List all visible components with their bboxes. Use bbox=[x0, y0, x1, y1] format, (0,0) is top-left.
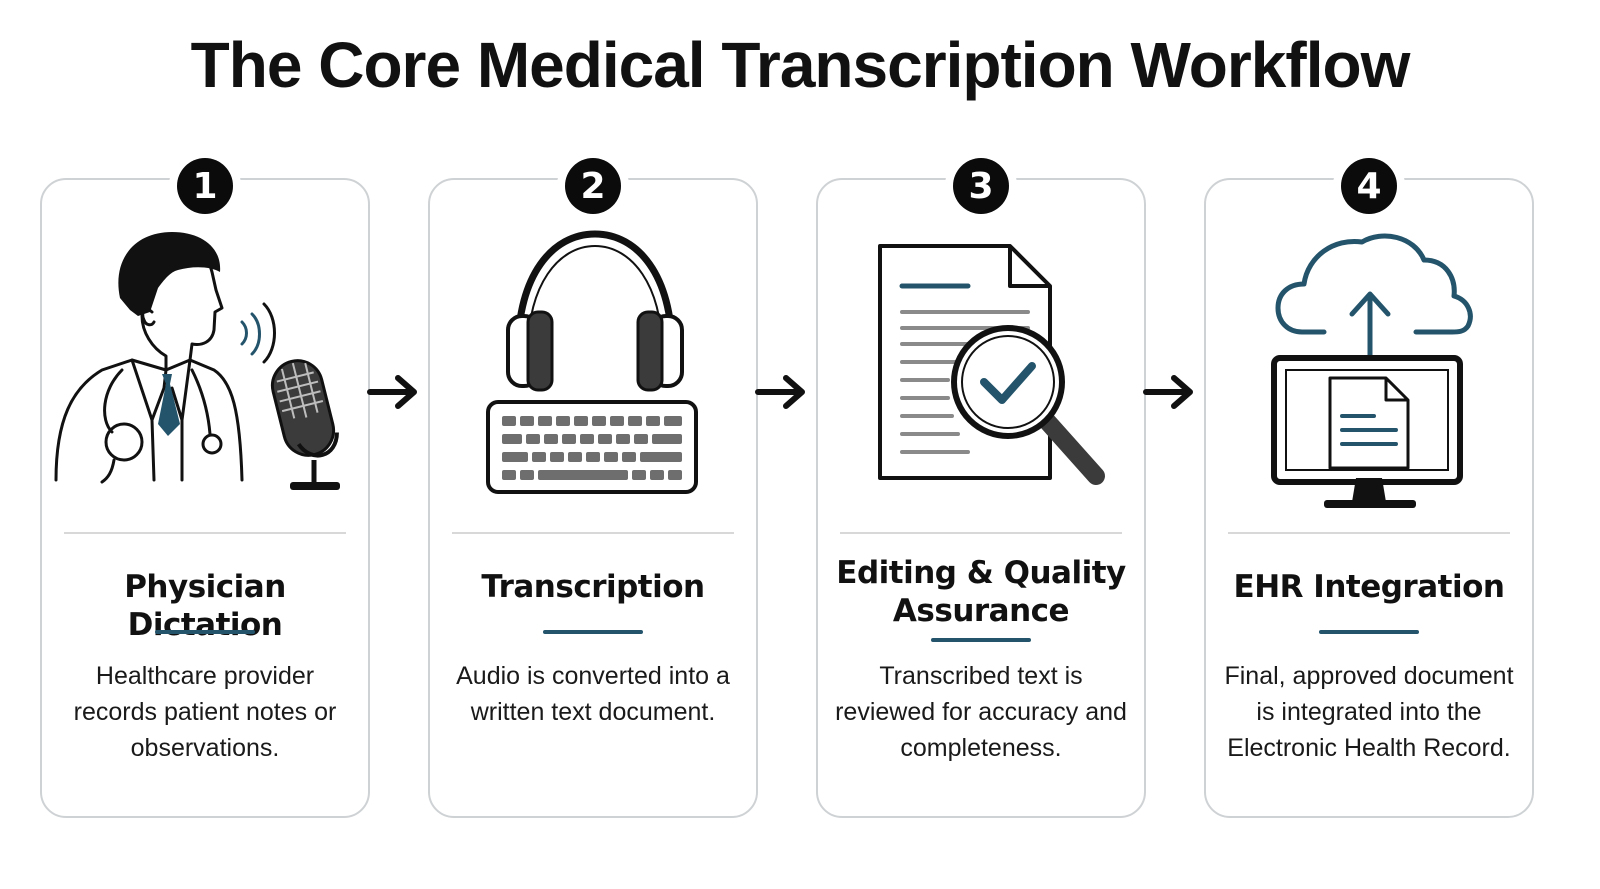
step-number-badge: 3 bbox=[945, 150, 1017, 222]
step-card-4: 4 EHR Integration Final, approved docume… bbox=[1204, 150, 1534, 818]
card-divider bbox=[64, 532, 346, 534]
arrow-right-icon bbox=[1143, 375, 1193, 409]
step-title: Physician Dictation bbox=[124, 569, 286, 643]
physician-dictating-icon bbox=[54, 232, 340, 490]
step-description: Healthcare provider records patient note… bbox=[73, 662, 337, 762]
arrow-right-icon bbox=[367, 375, 417, 409]
card-divider bbox=[1228, 532, 1510, 534]
card-divider bbox=[452, 532, 734, 534]
step-number-badge: 1 bbox=[169, 150, 241, 222]
step-card-3: 3 Editing & Quality Assurance Transcribe… bbox=[816, 150, 1146, 818]
title-underline bbox=[155, 630, 255, 634]
title-underline bbox=[931, 638, 1031, 642]
cloud-upload-monitor-icon bbox=[1271, 233, 1473, 508]
card-divider bbox=[840, 532, 1122, 534]
document-magnifier-check-icon bbox=[878, 244, 1105, 485]
step-description: Transcribed text is reviewed for accurac… bbox=[835, 662, 1127, 762]
step-card-1: 1 bbox=[40, 150, 370, 818]
step-card-2: 2 bbox=[428, 150, 758, 818]
step-description: Final, approved document is integrated i… bbox=[1224, 662, 1514, 762]
page-title: The Core Medical Transcription Workflow bbox=[190, 29, 1411, 101]
arrow-right-icon bbox=[755, 375, 805, 409]
step-number-badge: 2 bbox=[557, 150, 629, 222]
step-title: EHR Integration bbox=[1233, 569, 1505, 605]
step-title: Transcription bbox=[481, 569, 705, 605]
title-underline bbox=[1319, 630, 1419, 634]
title-underline bbox=[543, 630, 643, 634]
step-number-badge: 4 bbox=[1333, 150, 1405, 222]
step-description: Audio is converted into a written text d… bbox=[456, 662, 730, 726]
step-title: Editing & Quality Assurance bbox=[836, 555, 1126, 629]
headphones-keyboard-icon bbox=[486, 230, 698, 494]
